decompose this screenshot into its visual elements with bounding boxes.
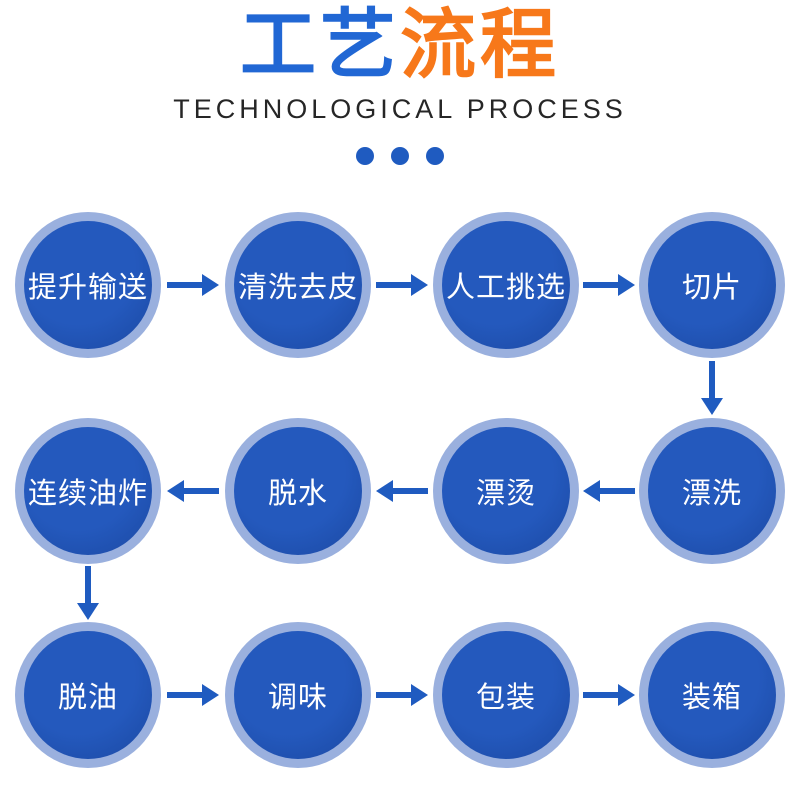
node-label: 脱油 <box>24 631 152 759</box>
node-label: 装箱 <box>648 631 776 759</box>
node-packaging: 包装 <box>433 622 579 768</box>
node-label: 调味 <box>234 631 362 759</box>
arrow-right-icon <box>376 684 428 706</box>
node-label: 人工挑选 <box>442 221 570 349</box>
node-boxing: 装箱 <box>639 622 785 768</box>
arrow-left-icon <box>376 480 428 502</box>
page-subtitle: TECHNOLOGICAL PROCESS <box>173 93 627 124</box>
title-part-blue: 工艺 <box>240 3 400 88</box>
node-rinsing: 漂洗 <box>639 418 785 564</box>
node-label: 漂烫 <box>442 427 570 555</box>
node-washing-peeling: 清洗去皮 <box>225 212 371 358</box>
node-label: 切片 <box>648 221 776 349</box>
arrow-left-icon <box>583 480 635 502</box>
node-label: 连续油炸 <box>24 427 152 555</box>
node-seasoning: 调味 <box>225 622 371 768</box>
node-slicing: 切片 <box>639 212 785 358</box>
arrow-right-icon <box>167 684 219 706</box>
node-manual-sorting: 人工挑选 <box>433 212 579 358</box>
arrow-right-icon <box>376 274 428 296</box>
node-lifting-conveying: 提升输送 <box>15 212 161 358</box>
node-label: 提升输送 <box>24 221 152 349</box>
arrow-right-icon <box>583 684 635 706</box>
arrow-left-icon <box>167 480 219 502</box>
node-label: 包装 <box>442 631 570 759</box>
node-label: 漂洗 <box>648 427 776 555</box>
arrow-down-icon <box>701 361 723 415</box>
decorative-dots <box>0 146 800 165</box>
node-dehydration: 脱水 <box>225 418 371 564</box>
arrow-right-icon <box>167 274 219 296</box>
dot-icon <box>391 146 409 165</box>
dot-icon <box>356 146 374 165</box>
header: 工艺流程 TECHNOLOGICAL PROCESS <box>0 0 800 165</box>
dot-icon <box>426 146 444 165</box>
node-deoiling: 脱油 <box>15 622 161 768</box>
node-continuous-frying: 连续油炸 <box>15 418 161 564</box>
node-blanching: 漂烫 <box>433 418 579 564</box>
node-label: 脱水 <box>234 427 362 555</box>
title-part-orange: 流程 <box>400 3 560 88</box>
arrow-down-icon <box>77 566 99 620</box>
page-title: 工艺流程 <box>0 6 800 86</box>
arrow-right-icon <box>583 274 635 296</box>
node-label: 清洗去皮 <box>234 221 362 349</box>
